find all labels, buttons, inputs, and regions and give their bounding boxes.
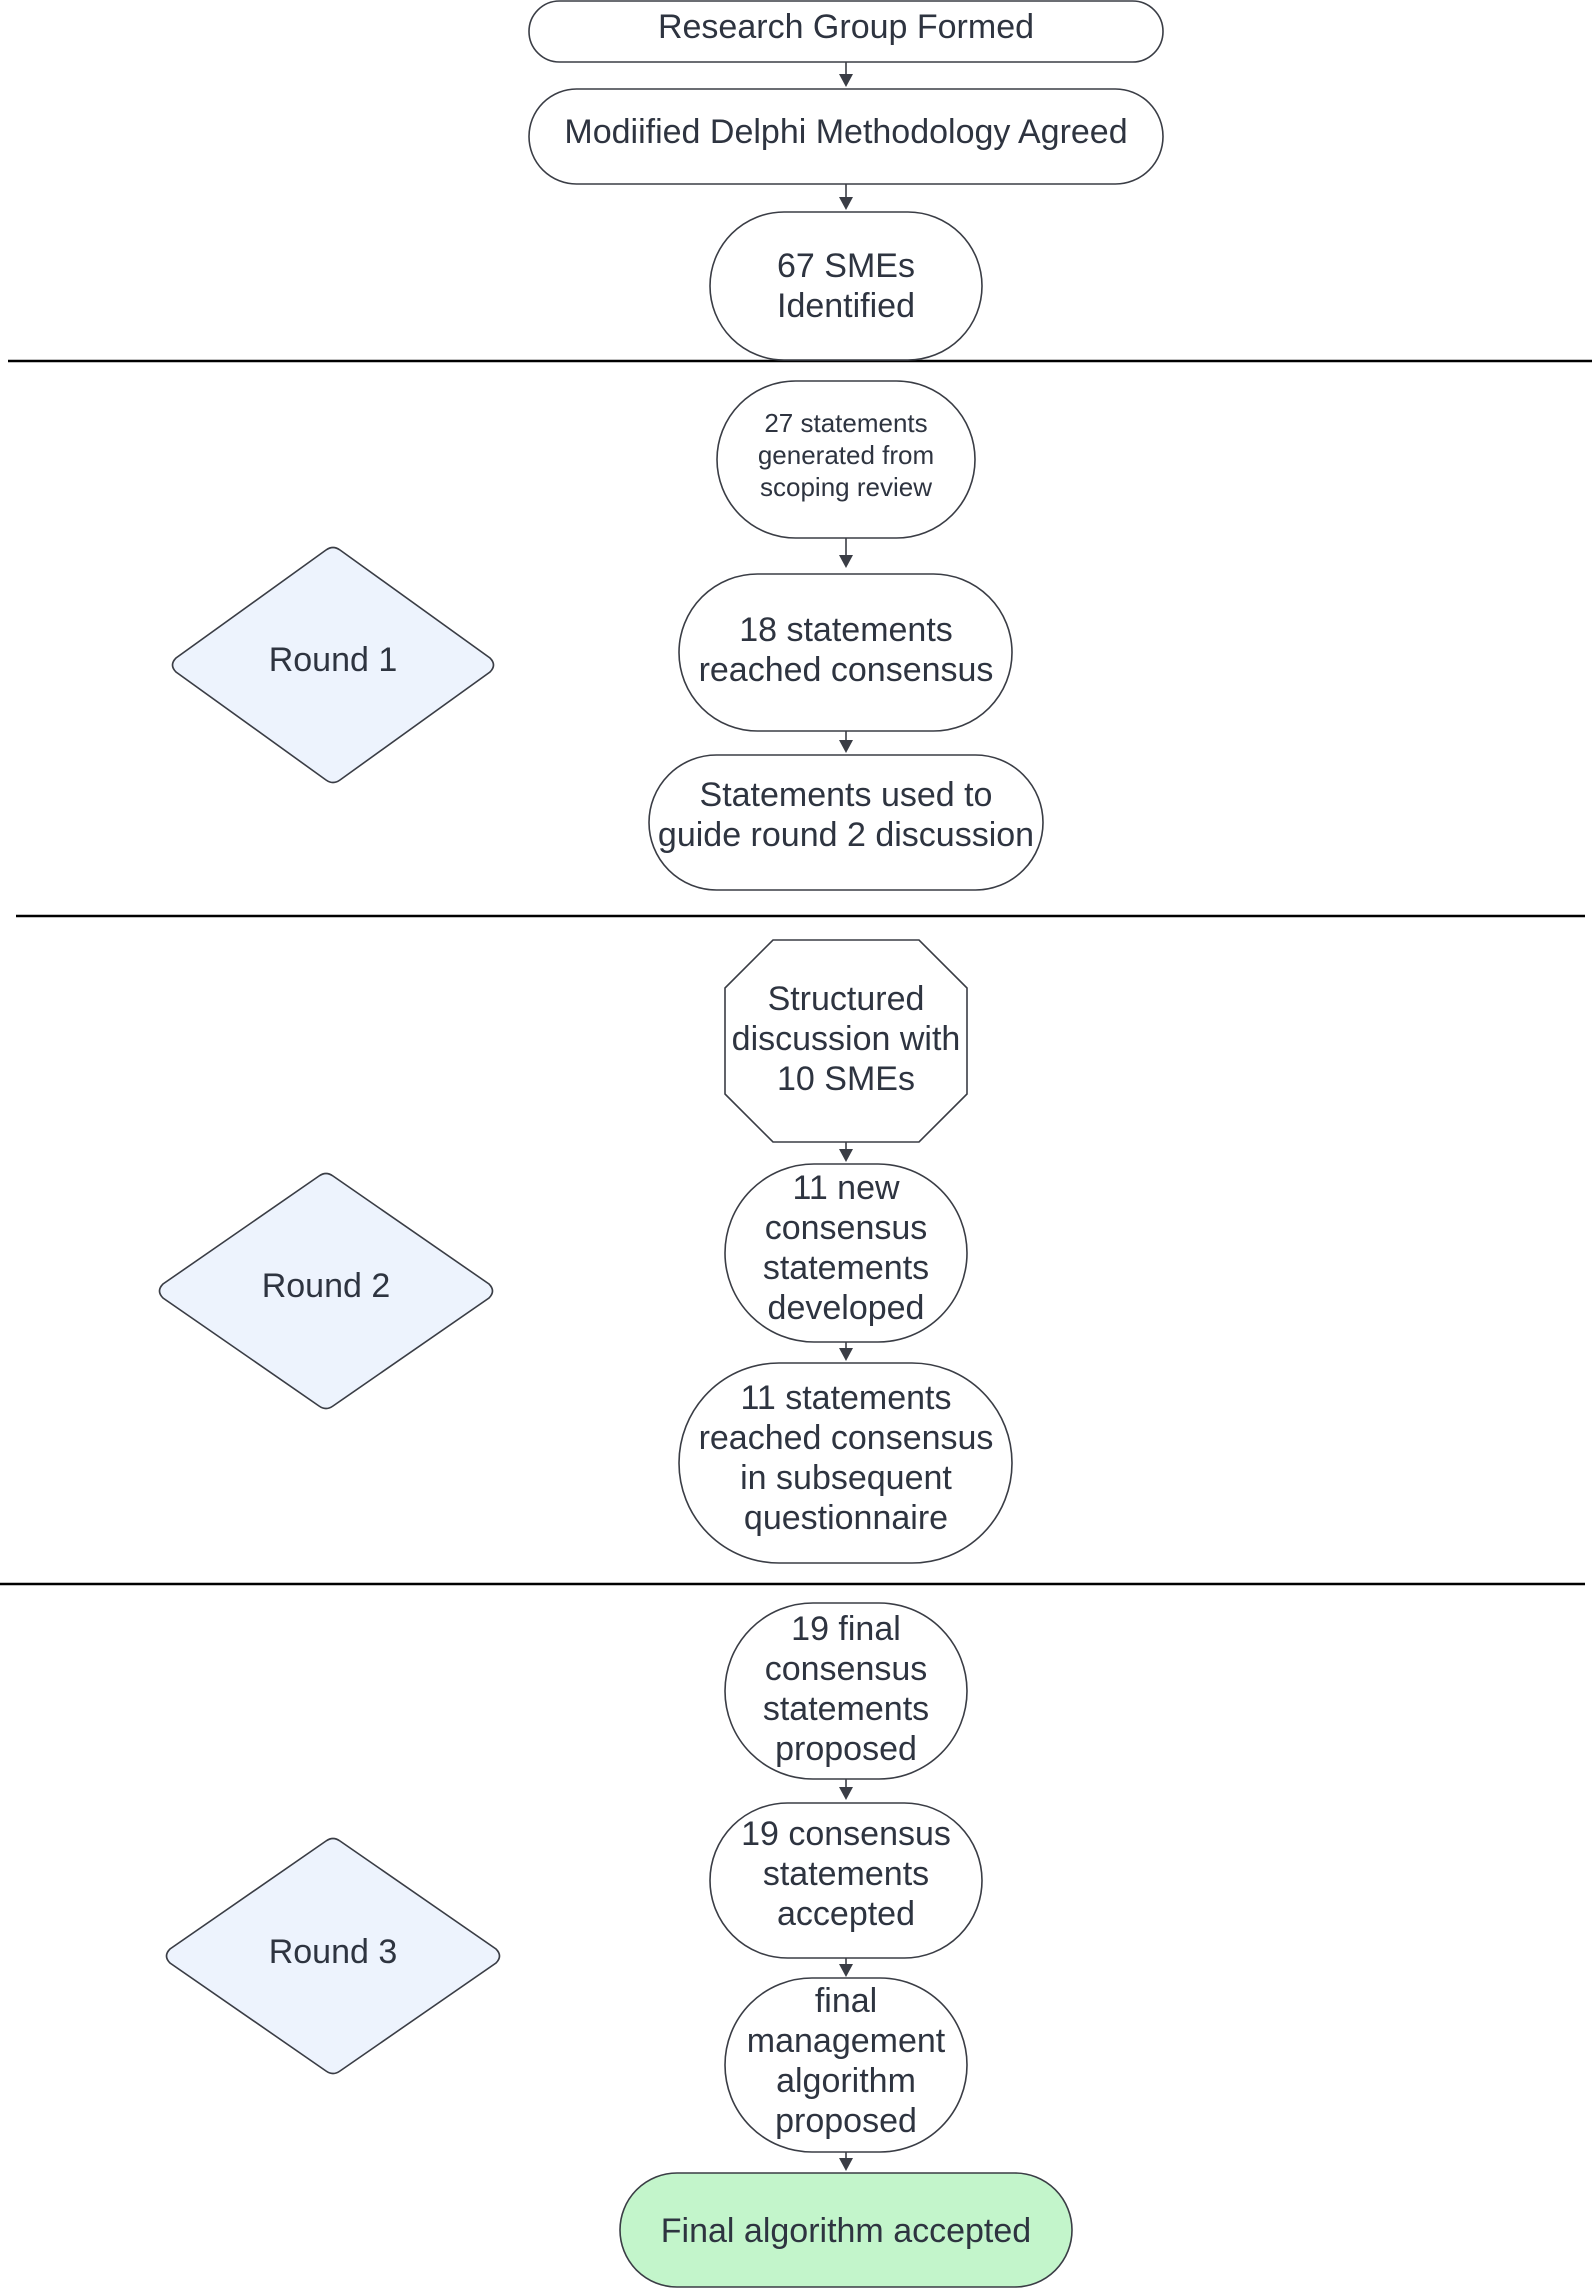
- node-final-proposed-line-1: 19 final: [791, 1610, 901, 1648]
- node-structured-discussion-line-1: Structured: [768, 980, 925, 1018]
- node-methodology: Modiified Delphi Methodology Agreed: [528, 88, 1164, 185]
- round-1-label: Round 1: [269, 641, 398, 679]
- node-round2-consensus-line-3: in subsequent: [740, 1459, 952, 1497]
- node-round1-consensus-line-2: reached consensus: [699, 651, 994, 689]
- node-new-statements: 11 new consensus statements developed: [724, 1163, 968, 1343]
- connector-2: [839, 184, 853, 210]
- node-structured-discussion: Structured discussion with 10 SMEs: [724, 939, 968, 1143]
- node-round1-consensus: 18 statements reached consensus: [678, 573, 1013, 732]
- node-new-statements-line-4: developed: [768, 1289, 925, 1327]
- node-final-accepted: Final algorithm accepted: [619, 2172, 1073, 2288]
- connector-5: [839, 1142, 853, 1162]
- connector-3: [839, 538, 853, 568]
- node-algorithm-proposed-line-3: algorithm: [776, 2062, 916, 2100]
- node-new-statements-line-1: 11 new: [792, 1169, 900, 1207]
- connector-7: [839, 1779, 853, 1800]
- round-1-diamond: Round 1: [171, 546, 495, 784]
- node-algorithm-proposed-line-4: proposed: [775, 2102, 917, 2140]
- round-3-diamond: Round 3: [165, 1837, 501, 2075]
- node-final-proposed-line-2: consensus: [765, 1650, 928, 1688]
- node-round2-consensus-line-1: 11 statements: [740, 1379, 951, 1417]
- round-2-label: Round 2: [262, 1267, 391, 1305]
- connectors: [839, 62, 853, 2171]
- node-methodology-label: Modiified Delphi Methodology Agreed: [564, 113, 1127, 151]
- node-statements-generated-line-2: generated from: [758, 440, 934, 470]
- node-accepted-line-1: 19 consensus: [741, 1815, 951, 1853]
- node-round2-consensus-line-4: questionnaire: [744, 1499, 948, 1537]
- node-research-group: Research Group Formed: [528, 0, 1164, 63]
- node-round2-consensus: 11 statements reached consensus in subse…: [678, 1362, 1013, 1564]
- node-structured-discussion-line-2: discussion with: [732, 1020, 961, 1058]
- node-smes-identified-line-1: 67 SMEs: [777, 247, 915, 285]
- round-3-label: Round 3: [269, 1933, 398, 1971]
- connector-8: [839, 1958, 853, 1977]
- node-statements-used-line-2: guide round 2 discussion: [658, 816, 1034, 854]
- node-statements-generated-line-1: 27 statements: [764, 408, 927, 438]
- node-statements-generated-line-3: scoping review: [760, 472, 932, 502]
- node-algorithm-proposed: final management algorithm proposed: [724, 1977, 968, 2153]
- node-statements-used: Statements used to guide round 2 discuss…: [648, 754, 1044, 891]
- node-smes-identified: 67 SMEs Identified: [709, 211, 983, 361]
- node-research-group-label: Research Group Formed: [658, 8, 1034, 46]
- node-final-proposed: 19 final consensus statements proposed: [724, 1602, 968, 1780]
- round-2-diamond: Round 2: [158, 1172, 494, 1410]
- node-algorithm-proposed-line-1: final: [815, 1982, 877, 2020]
- node-accepted: 19 consensus statements accepted: [709, 1802, 983, 1959]
- connector-6: [839, 1342, 853, 1361]
- node-new-statements-line-2: consensus: [765, 1209, 928, 1247]
- node-statements-generated: 27 statements generated from scoping rev…: [716, 380, 976, 539]
- node-final-proposed-line-3: statements: [763, 1690, 929, 1728]
- connector-9: [839, 2152, 853, 2171]
- node-structured-discussion-line-3: 10 SMEs: [777, 1060, 915, 1098]
- node-round2-consensus-line-2: reached consensus: [699, 1419, 994, 1457]
- node-round1-consensus-line-1: 18 statements: [739, 611, 953, 649]
- node-statements-used-line-1: Statements used to: [700, 776, 993, 814]
- connector-4: [839, 731, 853, 753]
- node-accepted-line-2: statements: [763, 1855, 929, 1893]
- node-accepted-line-3: accepted: [777, 1895, 915, 1933]
- connector-1: [839, 62, 853, 87]
- node-algorithm-proposed-line-2: management: [747, 2022, 946, 2060]
- node-final-accepted-label: Final algorithm accepted: [661, 2212, 1031, 2250]
- node-final-proposed-line-4: proposed: [775, 1730, 917, 1768]
- node-new-statements-line-3: statements: [763, 1249, 929, 1287]
- node-smes-identified-line-2: Identified: [777, 287, 915, 325]
